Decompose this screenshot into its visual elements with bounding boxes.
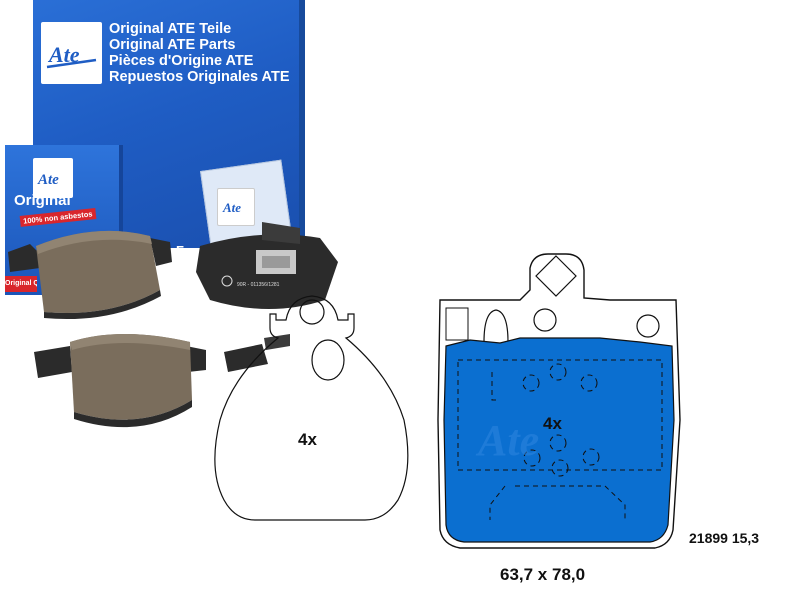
brake-pad-clip (224, 334, 290, 372)
box-line: Original ATE Parts (109, 37, 236, 53)
box-side-text: Fr (176, 243, 189, 258)
pad-approval-stamp: 90R - 011356/1281 (237, 282, 280, 288)
brake-pad-rear-left (34, 334, 206, 428)
ate-watermark-logo: Ate (475, 416, 539, 465)
brake-pad-backing-plate (196, 222, 338, 309)
small-box-title: Original (14, 192, 71, 209)
brake-pad-front-left (8, 230, 172, 320)
small-box-strip: Original Q (5, 276, 37, 292)
ate-logo-small-icon: Ate (33, 158, 73, 198)
right-pad-technical-drawing: Ate (437, 253, 681, 549)
box-line: Original ATE Teile (109, 21, 232, 37)
svg-text:Ate: Ate (37, 172, 59, 188)
ate-logo-icon: Ate (41, 22, 102, 84)
part-code-label: 21899 15,3 (689, 530, 760, 546)
svg-text:Ate: Ate (222, 200, 241, 215)
right-quantity-label: 4x (543, 414, 562, 433)
ate-logo-mini-icon: Ate (217, 188, 255, 226)
left-quantity-label: 4x (298, 430, 317, 449)
left-pad-outline-drawing (214, 295, 409, 521)
dimensions-label: 63,7 x 78,0 (500, 565, 586, 584)
box-text-lines: Original ATE Teile Original ATE Parts Pi… (109, 21, 290, 85)
box-line: Pièces d'Origine ATE (109, 53, 254, 69)
box-line: Repuestos Originales ATE (109, 69, 290, 85)
